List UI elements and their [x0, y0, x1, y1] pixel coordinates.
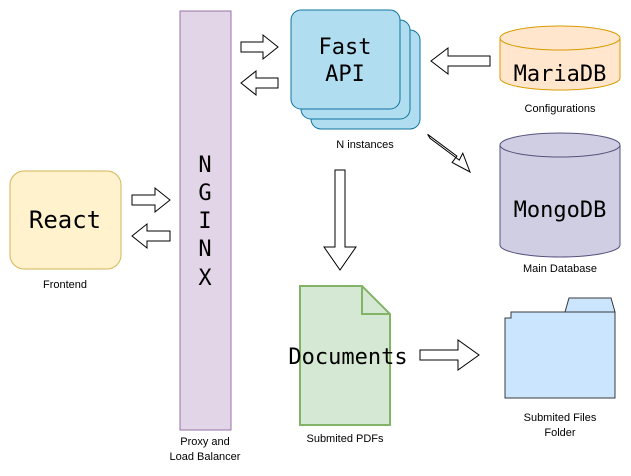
fastapi-title-line2: API	[325, 62, 365, 87]
mariadb-caption: Configurations	[525, 103, 596, 115]
arrow-mariadb-to-fastapi	[430, 46, 491, 76]
folder-caption-line2: Folder	[544, 427, 576, 439]
react-caption: Frontend	[43, 279, 87, 291]
nginx-node: N G I N X	[179, 10, 232, 431]
nginx-letter-3: I	[198, 209, 211, 234]
arrow-nginx-to-react	[131, 222, 171, 250]
documents-title: Documents	[288, 345, 407, 370]
arrow-documents-to-folder	[419, 339, 480, 371]
arrow-react-to-nginx	[131, 186, 171, 214]
arrow-fastapi-to-nginx	[240, 69, 279, 97]
mariadb-node: MariaDB	[499, 25, 621, 91]
nginx-letter-2: G	[198, 181, 211, 206]
arrow-fastapi-to-documents	[323, 169, 357, 271]
folder-caption-line1: Submited Files	[524, 412, 597, 424]
mongodb-node: MongoDB	[499, 132, 621, 258]
nginx-letter-5: X	[198, 266, 212, 291]
fastapi-node: Fast API	[290, 9, 421, 130]
nginx-caption-line2: Load Balancer	[170, 451, 241, 463]
nginx-caption-line1: Proxy and	[180, 436, 230, 448]
arrow-fastapi-to-mongodb	[427, 133, 471, 174]
fastapi-caption: N instances	[336, 139, 394, 151]
mongodb-caption: Main Database	[523, 263, 597, 275]
react-title: React	[29, 206, 101, 234]
mariadb-title: MariaDB	[514, 62, 607, 87]
react-node: React	[9, 170, 122, 270]
arrow-nginx-to-fastapi	[240, 33, 279, 61]
mongodb-title: MongoDB	[514, 198, 607, 223]
documents-caption: Submited PDFs	[306, 433, 384, 445]
documents-node: Documents	[288, 285, 408, 426]
nginx-letter-4: N	[198, 237, 211, 262]
nginx-letter-1: N	[198, 153, 211, 178]
folder-icon	[504, 297, 616, 399]
fastapi-title-line1: Fast	[319, 35, 372, 60]
